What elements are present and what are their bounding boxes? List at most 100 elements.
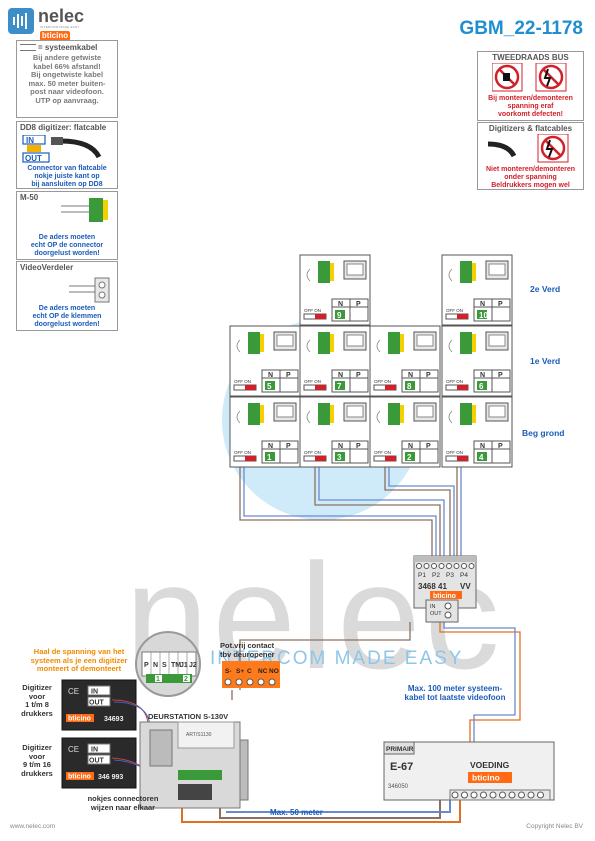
digitizer2-in: IN	[91, 747, 98, 754]
note-digitizers-title: Digitizers & flatcables	[488, 124, 573, 133]
screw-icon	[423, 563, 430, 569]
screw-icon	[480, 791, 487, 799]
note-vv-line-3: doorgelust worden!	[34, 321, 100, 328]
m50-connector	[448, 403, 476, 425]
note-vv-line-1: De aders moeten	[38, 305, 96, 312]
note-m50-line-1: De aders moeten	[38, 234, 96, 241]
unit-number: 4	[479, 453, 484, 462]
unit-off-on-switch: OFF ON	[233, 379, 257, 391]
power-model: E-67	[390, 761, 413, 773]
svg-text:CE: CE	[68, 745, 79, 754]
screw-icon	[470, 791, 478, 799]
conn-label: TM	[171, 662, 181, 669]
dd8-in-label: IN	[26, 136, 34, 145]
no-live-work-icon	[492, 63, 567, 92]
unit-off-on-switch: OFF ON	[445, 308, 469, 320]
power-code: 346050	[388, 784, 409, 790]
max100-note: Max. 100 meter systeem- kabel tot laatst…	[394, 684, 516, 702]
digitizer-1: CE IN OUT bticino 34693	[61, 679, 137, 731]
door-station-s130v: ART/S1130	[139, 721, 249, 809]
floor-label-1e: 1e Verd	[530, 356, 561, 366]
m50-connector	[376, 403, 404, 425]
splitter-port-p2: P2	[432, 572, 440, 579]
digitizer2-label-2: voor	[28, 751, 46, 761]
unit-off-on-switch: OFF ON	[303, 450, 327, 462]
pot-terminal-label: S+	[236, 668, 244, 675]
svg-text:OFF ON: OFF ON	[446, 379, 463, 384]
screw-icon	[451, 791, 459, 799]
unit-number: 9	[337, 311, 342, 320]
unit-n-label: N	[408, 372, 413, 379]
digitizer2-label: Digitizer voor 9 t/m 16 drukkers	[14, 743, 60, 778]
double-line-icon	[20, 44, 36, 51]
unit-number: 8	[407, 382, 412, 391]
screw-icon	[431, 563, 437, 569]
note-digitizers-line-1: Niet monteren/demonteren	[485, 166, 576, 173]
unit-number: 1	[267, 453, 272, 462]
splitter-out-label: OUT	[430, 611, 442, 617]
splitter-model: 3468 41	[418, 582, 447, 591]
unit-n-label: N	[480, 372, 485, 379]
brand-name: nelec	[38, 6, 85, 26]
note-m50: M-50 De aders moeten echt OP de connecto…	[16, 191, 118, 260]
nokjes-line-1: nokjes connectoren	[87, 794, 159, 803]
unit-off-on-switch: OFF ON	[373, 450, 397, 462]
conn-label: S	[162, 662, 167, 669]
screw-icon	[235, 678, 243, 686]
m50-connector	[448, 332, 476, 354]
videoverdeler-icon	[69, 277, 110, 303]
unit-n-label: N	[268, 443, 273, 450]
note-tweedraads-title: TWEEDRAADS BUS	[492, 53, 569, 62]
digitizer1-out: OUT	[89, 700, 105, 707]
unit-number: 10	[479, 311, 488, 320]
screw-icon	[453, 563, 460, 569]
digitizer2-out: OUT	[89, 758, 105, 765]
unit-number: 7	[337, 382, 342, 391]
screw-icon	[438, 563, 445, 569]
screw-icon	[257, 678, 265, 686]
unit-n-label: N	[480, 443, 485, 450]
splitter-in-label: IN	[430, 604, 436, 610]
conn-num-1: 1	[156, 676, 160, 683]
svg-text:OFF ON: OFF ON	[446, 308, 463, 313]
note-tweedraads: TWEEDRAADS BUS Bij monteren/demonteren s…	[477, 51, 584, 121]
svg-text:OFF ON: OFF ON	[446, 450, 463, 455]
digitizer1-brand: bticino	[68, 716, 91, 723]
pot-terminal-label: NO	[269, 668, 279, 675]
nokjes-note: nokjes connectoren wijzen naar elkaar	[78, 794, 168, 812]
screw-icon	[268, 678, 276, 686]
footer-copyright: Copyright Nelec BV	[526, 823, 583, 830]
warning-line-1: Haal de spanning van het	[33, 647, 125, 656]
pot-terminal-label: NC	[258, 668, 268, 675]
digitizer1-label-4: drukkers	[21, 708, 53, 718]
m50-connector	[236, 332, 264, 354]
screw-icon	[499, 791, 506, 799]
videophone-icon	[485, 402, 509, 422]
svg-text:OFF ON: OFF ON	[234, 450, 251, 455]
unit-p-label: P	[498, 372, 503, 379]
digitizer1-in: IN	[91, 689, 98, 696]
note-dd8-line-3: bij aansluiten op DD8	[31, 181, 103, 188]
note-cable-line-1: Bij andere getwiste	[32, 53, 102, 62]
unit-off-on-switch: OFF ON	[445, 450, 469, 462]
warning-line-3: monteert of demonteert	[36, 664, 122, 673]
unit-p-label: P	[498, 301, 503, 308]
nelec-logo-icon	[8, 8, 34, 34]
m50-connector	[306, 403, 334, 425]
unit-off-on-switch: OFF ON	[373, 379, 397, 391]
power-primair: PRIMAIR	[386, 746, 414, 753]
screw-icon	[518, 791, 525, 799]
svg-text:CE: CE	[68, 687, 79, 696]
videophone-icon	[413, 402, 437, 422]
digitizer2-label-3: 9 t/m 16	[23, 760, 51, 769]
unit-number: 5	[267, 382, 272, 391]
